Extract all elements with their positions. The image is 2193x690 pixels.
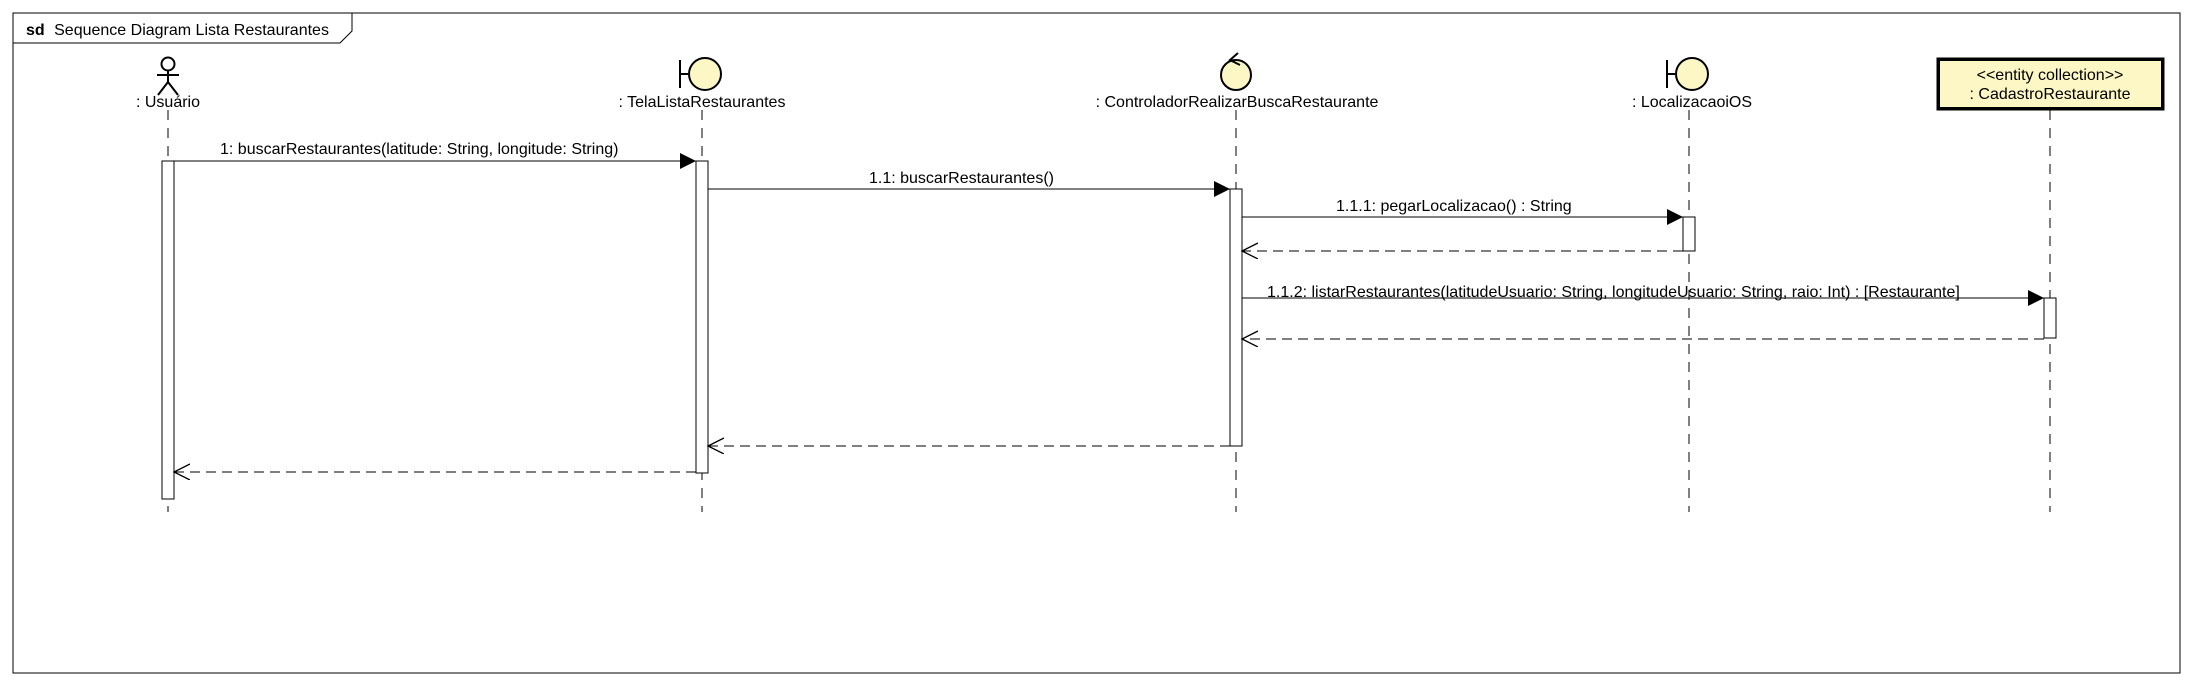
frame-title-text: Sequence Diagram Lista Restaurantes xyxy=(54,22,329,39)
participant-stereotype: <<entity collection>> xyxy=(1977,67,2124,84)
message-1-1-1[interactable]: 1.1.1: pegarLocalizacao() : String xyxy=(1242,198,1683,225)
activation-bar-controlador xyxy=(1229,188,1243,447)
activation-bar-localizacao xyxy=(1682,216,1696,252)
boundary-icon xyxy=(1666,57,1709,91)
participant-label: : LocalizacaoiOS xyxy=(1632,94,1752,111)
diagram-frame xyxy=(12,12,2181,674)
participant-label: : TelaListaRestaurantes xyxy=(619,94,786,111)
participant-tela[interactable]: : TelaListaRestaurantes xyxy=(619,57,786,111)
activation-bar-cadastro xyxy=(2043,297,2057,339)
activation-bar-tela xyxy=(695,160,709,474)
participant-label: : ControladorRealizarBuscaRestaurante xyxy=(1096,94,1379,111)
message-label: 1.1.2: listarRestaurantes(latitudeUsuari… xyxy=(1267,284,1960,301)
participant-label: : CadastroRestaurante xyxy=(1970,86,2131,103)
frame-title-tab xyxy=(13,13,353,44)
participant-box-border xyxy=(1937,58,2164,110)
participant-cadastro[interactable]: <<entity collection>> : CadastroRestaura… xyxy=(1936,57,2165,111)
message-1[interactable]: 1: buscarRestaurantes(latitude: String, … xyxy=(174,141,696,169)
message-label: 1.1: buscarRestaurantes() xyxy=(869,170,1054,187)
message-label: 1.1.1: pegarLocalizacao() : String xyxy=(1336,198,1572,215)
participant-label: : Usuário xyxy=(136,94,200,111)
message-1-1[interactable]: 1.1: buscarRestaurantes() xyxy=(708,170,1230,197)
frame-keyword: sd xyxy=(26,22,45,39)
message-1-1-2[interactable]: 1.1.2: listarRestaurantes(latitudeUsuari… xyxy=(1242,284,2044,306)
control-icon xyxy=(1220,52,1252,91)
participant-localizacao[interactable]: : LocalizacaoiOS xyxy=(1632,57,1752,111)
participant-usuario[interactable]: : Usuário xyxy=(136,56,200,112)
message-label: 1: buscarRestaurantes(latitude: String, … xyxy=(220,141,618,158)
frame-title: sd Sequence Diagram Lista Restaurantes xyxy=(26,22,329,39)
actor-icon xyxy=(157,56,179,96)
boundary-icon xyxy=(679,57,722,91)
participant-controlador[interactable]: : ControladorRealizarBuscaRestaurante xyxy=(1096,52,1379,111)
activation-bar-usuario xyxy=(161,160,175,500)
